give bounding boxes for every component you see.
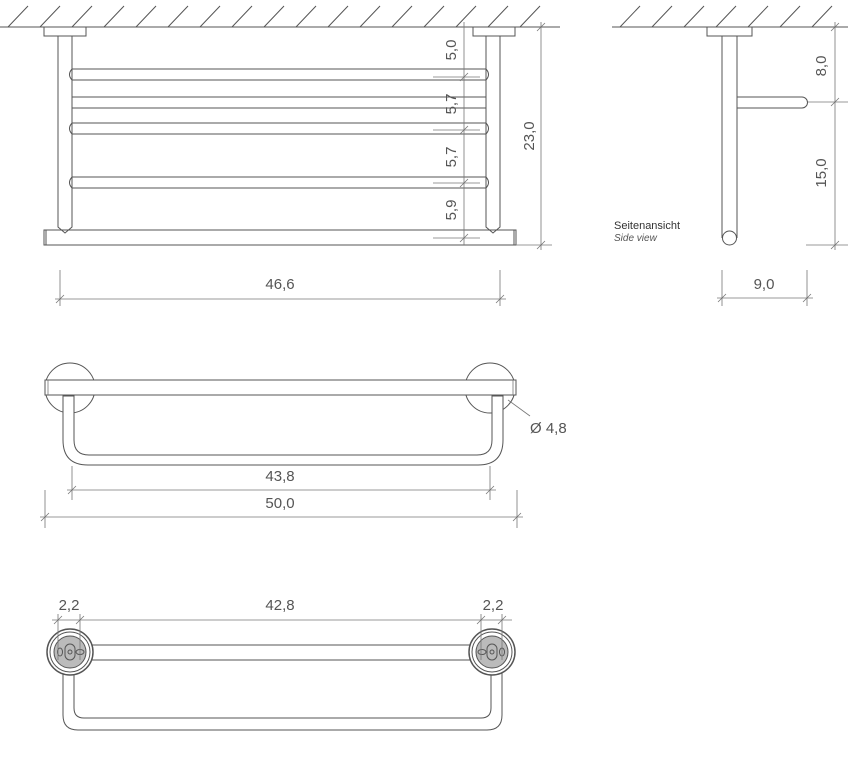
hatch-mark — [811, 5, 833, 28]
base-bar — [43, 229, 517, 246]
hatch-mark — [487, 5, 509, 28]
side-view-label-de: Seitenansicht — [614, 220, 680, 232]
hatch-mark — [7, 5, 29, 28]
wall-mount-right — [472, 26, 516, 37]
hatch-mark — [715, 5, 737, 28]
u-bar — [62, 395, 504, 466]
hatch-mark — [391, 5, 413, 28]
spacing-dimension: 5,0 5,7 5,7 5,9 — [433, 22, 480, 245]
hatch-mark — [519, 5, 541, 28]
side-view: 8,0 15,0 Seitenansicht Side view 9,0 — [612, 5, 848, 306]
hatch-mark — [231, 5, 253, 28]
diameter-label: Ø 4,8 — [530, 420, 567, 437]
top-view: Ø 4,8 43,8 50,0 — [40, 362, 567, 528]
wall-hatching — [619, 5, 833, 28]
hatch-mark — [167, 5, 189, 28]
hatch-mark — [263, 5, 285, 28]
right-offset-label: 2,2 — [483, 597, 504, 614]
hatch-mark — [747, 5, 769, 28]
hatch-mark — [103, 5, 125, 28]
hatch-mark — [199, 5, 221, 28]
left-offset-label: 2,2 — [59, 597, 80, 614]
hatch-mark — [135, 5, 157, 28]
spacing-label-3: 5,7 — [443, 147, 460, 168]
bottom-view: 2,2 42,8 2,2 — [46, 597, 516, 731]
spacing-label-1: 5,0 — [443, 40, 460, 61]
hatch-mark — [71, 5, 93, 28]
fitting-right — [468, 628, 516, 676]
hatch-mark — [651, 5, 673, 28]
front-view: 5,0 5,7 5,7 5,9 23,0 46,6 — [0, 5, 560, 306]
center-distance-label: 42,8 — [265, 597, 294, 614]
height-dimension: 23,0 — [516, 22, 552, 250]
hatch-mark — [327, 5, 349, 28]
wall-mount-left — [43, 26, 87, 37]
bar-1 — [69, 68, 489, 81]
post-right — [485, 36, 501, 234]
width-label: 46,6 — [265, 276, 294, 293]
inner-width-label: 43,8 — [265, 468, 294, 485]
bar-4 — [69, 176, 489, 189]
spacing-label-4: 5,9 — [443, 200, 460, 221]
hatch-mark — [423, 5, 445, 28]
hatch-mark — [39, 5, 61, 28]
hatch-mark — [295, 5, 317, 28]
hatch-mark — [455, 5, 477, 28]
bottom-bar — [90, 644, 472, 661]
lower-distance-label: 15,0 — [813, 158, 830, 187]
post-left — [57, 36, 73, 234]
width-dimension: 46,6 — [55, 270, 506, 306]
depth-label: 9,0 — [754, 276, 775, 293]
spacing-label-2: 5,7 — [443, 94, 460, 115]
diameter-leader — [507, 399, 531, 417]
wall-hatching — [7, 5, 541, 28]
height-label: 23,0 — [521, 121, 538, 150]
top-bar — [44, 379, 517, 396]
hatch-mark — [359, 5, 381, 28]
bar-2 — [72, 96, 486, 109]
side-arm — [737, 96, 808, 109]
fitting-left — [46, 628, 94, 676]
bottom-bar-section — [722, 230, 737, 246]
u-bar — [62, 670, 503, 731]
bar-3 — [69, 122, 489, 135]
side-post — [721, 36, 738, 238]
hatch-mark — [619, 5, 641, 28]
wall-mount — [706, 26, 753, 37]
overall-width-label: 50,0 — [265, 495, 294, 512]
hatch-mark — [683, 5, 705, 28]
upper-distance-label: 8,0 — [813, 56, 830, 77]
side-view-label-en: Side view — [614, 233, 658, 244]
hatch-mark — [779, 5, 801, 28]
